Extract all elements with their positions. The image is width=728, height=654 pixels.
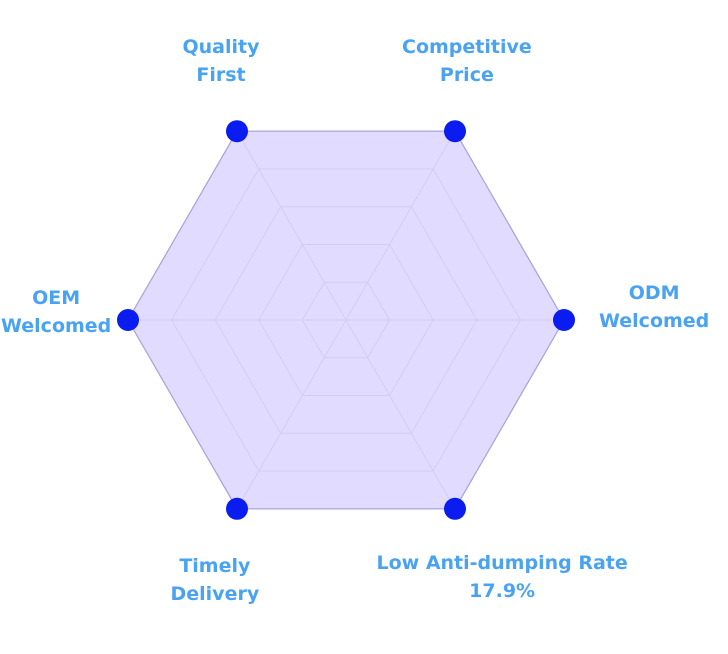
data-point-3 bbox=[444, 497, 466, 520]
data-point-1 bbox=[444, 120, 466, 143]
series-area bbox=[127, 130, 565, 510]
axis-label-quality-first: Quality First bbox=[182, 36, 260, 86]
axis-label-competitive-price: Competitive Price bbox=[402, 36, 532, 86]
radar-series-area bbox=[127, 130, 565, 510]
data-point-2 bbox=[553, 309, 575, 331]
data-point-5 bbox=[117, 309, 139, 331]
axis-label-low-anti-dumping-rate: Low Anti-dumping Rate 17.9% bbox=[376, 552, 628, 602]
data-point-4 bbox=[226, 497, 248, 520]
radar-series-points bbox=[117, 120, 575, 520]
data-point-0 bbox=[226, 120, 248, 143]
axis-label-oem-welcomed: OEM Welcomed bbox=[1, 287, 112, 337]
axis-label-odm-welcomed: ODM Welcomed bbox=[599, 282, 710, 332]
axis-label-timely-delivery: Timely Delivery bbox=[170, 555, 260, 605]
